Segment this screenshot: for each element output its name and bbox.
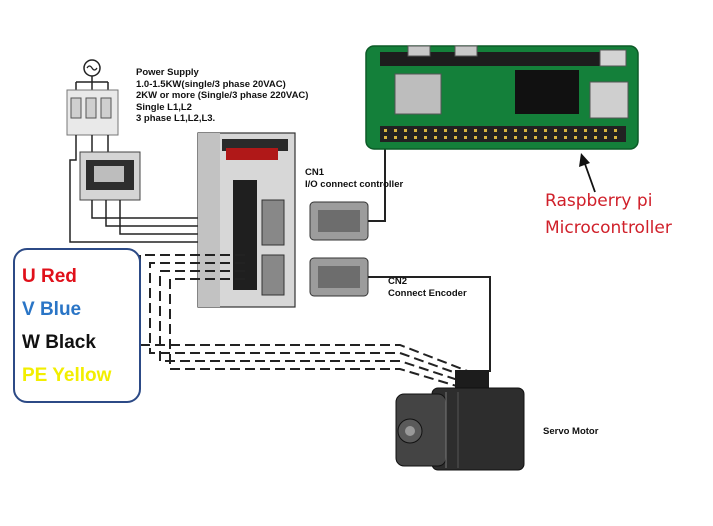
legend-item-w: W Black bbox=[22, 332, 96, 353]
power-supply-label: Power Supply 1.0-1.5KW(single/3 phase 20… bbox=[136, 67, 308, 125]
legend-item-u: U Red bbox=[22, 266, 77, 287]
legend-item-pe: PE Yellow bbox=[22, 365, 112, 386]
contactor-icon bbox=[79, 151, 141, 214]
cn2-subtitle: Connect Encoder bbox=[388, 287, 467, 299]
servo-driver-icon bbox=[197, 132, 296, 308]
raspberry-pi-board-icon bbox=[365, 45, 639, 150]
power-supply-line: 3 phase L1,L2,L3. bbox=[136, 113, 216, 124]
pointer-arrow-icon bbox=[579, 153, 596, 193]
power-supply-line: 1.0-1.5KW(single/3 phase 20VAC) bbox=[136, 78, 286, 90]
servo-motor-label: Servo Motor bbox=[543, 426, 599, 437]
wire-color-legend: U Red V Blue W Black PE Yellow bbox=[13, 248, 141, 403]
cn2-label: CN2 Connect Encoder bbox=[388, 276, 467, 299]
power-supply-line: Power Supply bbox=[136, 67, 199, 78]
servo-motor-icon bbox=[395, 370, 525, 471]
legend-item-v: V Blue bbox=[22, 299, 82, 320]
power-supply-line: 2KW or more (Single/3 phase 220VAC) bbox=[136, 90, 309, 101]
cn1-title: CN1 bbox=[305, 167, 325, 178]
cn2-title: CN2 bbox=[388, 276, 408, 287]
cn1-connector-icon bbox=[309, 201, 369, 241]
cn1-subtitle: I/O connect controller bbox=[305, 178, 404, 190]
circuit-breaker-icon bbox=[66, 59, 119, 152]
raspberry-pi-line: Microcontroller bbox=[545, 218, 672, 238]
power-supply-line: Single L1,L2 bbox=[136, 101, 192, 113]
raspberry-pi-label: Raspberry pi Microcontroller bbox=[545, 188, 672, 242]
cn1-label: CN1 I/O connect controller bbox=[305, 167, 403, 190]
cn2-connector-icon bbox=[309, 257, 369, 297]
raspberry-pi-line: Raspberry pi bbox=[545, 191, 653, 211]
